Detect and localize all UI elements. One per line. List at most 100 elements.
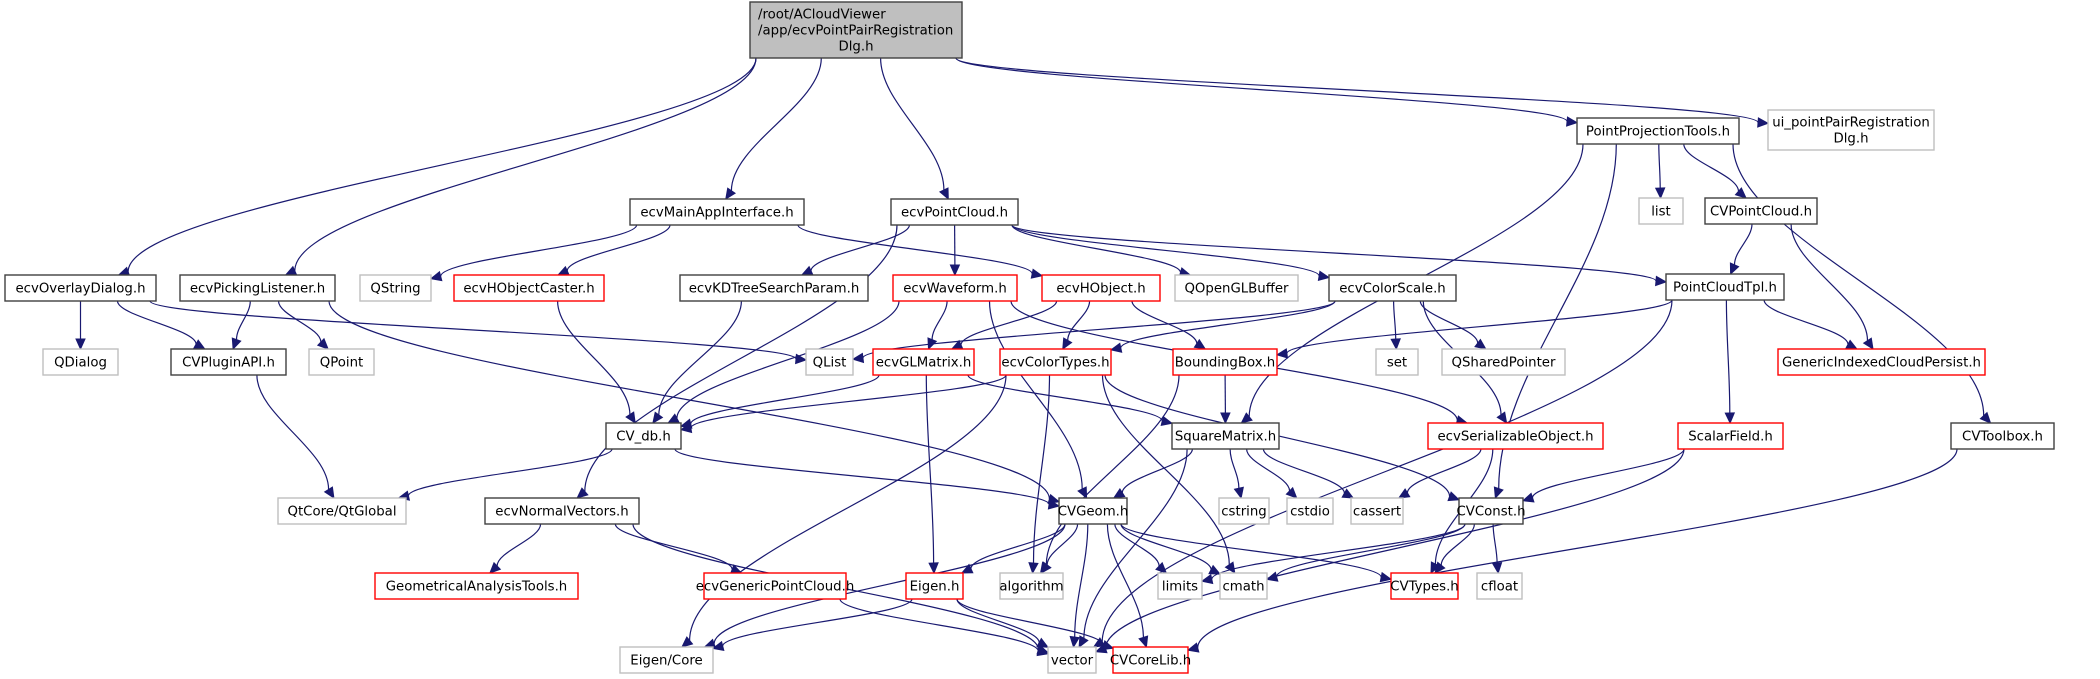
node-genericindexedcloudpersist[interactable]: GenericIndexedCloudPersist.h — [1777, 348, 1986, 376]
arrowhead-icon — [1447, 491, 1461, 502]
node-pointprojectiontools[interactable]: PointProjectionTools.h — [1576, 117, 1740, 145]
edge-line — [674, 448, 1050, 506]
node-ecvmainappinterface[interactable]: ecvMainAppInterface.h — [629, 198, 805, 226]
edge-cvgeom-to-cvtypes — [1120, 523, 1393, 583]
node-box — [1286, 497, 1334, 525]
edge-cvgeom-to-algorithm — [1040, 523, 1079, 574]
edge-squarematrix-to-cstdio — [1246, 448, 1298, 499]
arrowhead-icon — [316, 337, 329, 350]
node-label: ecvPickingListener.h — [190, 282, 325, 297]
node-label: ecvWaveform.h — [903, 282, 1007, 297]
edge-line — [1074, 523, 1089, 638]
edge-pointprojectiontools-to-cvtoolbox — [1732, 143, 1992, 424]
node-cvcorelib[interactable]: CVCoreLib.h — [1110, 646, 1191, 674]
node-qpoint: QPoint — [308, 348, 375, 376]
node-qdialog: QDialog — [42, 348, 119, 376]
node-cvtoolbox[interactable]: CVToolbox.h — [1950, 422, 2055, 450]
edge-line — [1246, 448, 1291, 492]
node-cvgeom[interactable]: CVGeom.h — [1058, 497, 1129, 525]
node-root[interactable]: /root/ACloudViewer/app/ecvPointPairRegis… — [749, 1, 963, 59]
edge-ecvpickinglistener-to-cvgeom — [328, 300, 1061, 504]
arrowhead-icon — [938, 187, 949, 201]
node-ecvhobject[interactable]: ecvHObject.h — [1041, 274, 1161, 302]
edge-boundingbox-to-squarematrix — [1220, 374, 1231, 425]
edge-line — [1101, 374, 1230, 565]
edge-squarematrix-to-cassert — [1262, 448, 1355, 499]
edge-ecvcolortypes-to-cv-db — [679, 374, 1007, 434]
edge-root-to-ecvpickinglistener — [284, 57, 757, 276]
node-cvpointcloud[interactable]: CVPointCloud.h — [1704, 197, 1818, 225]
edge-line — [1725, 299, 1731, 414]
node-label: QString — [370, 282, 420, 297]
node-ecvcolortypes[interactable]: ecvColorTypes.h — [999, 348, 1112, 376]
edge-line — [1262, 448, 1345, 494]
arrowhead-icon — [1186, 642, 1200, 653]
edge-line — [1101, 299, 1673, 642]
node-label: vector — [1051, 654, 1094, 669]
edge-ecvpickinglistener-to-cvpluginapi — [231, 300, 251, 351]
node-box — [1218, 497, 1270, 525]
arrowhead-icon — [1729, 262, 1740, 276]
node-ecvhobjectcaster[interactable]: ecvHObjectCaster.h — [453, 274, 605, 302]
node-label: list — [1651, 205, 1671, 220]
node-label: Dlg.h — [1833, 132, 1868, 147]
node-ecvgenericpointcloud[interactable]: ecvGenericPointCloud.h — [696, 572, 855, 600]
edge-line — [1763, 299, 1849, 345]
arrowhead-icon — [1317, 270, 1331, 281]
edge-line — [1732, 143, 1985, 416]
node-set: set — [1375, 348, 1419, 376]
edge-ecvgenericpointcloud-to-vector — [839, 598, 1050, 657]
arrowhead-icon — [1566, 116, 1579, 127]
node-ecvkdtreesearchparam[interactable]: ecvKDTreeSearchParam.h — [679, 274, 869, 302]
edge-line — [1121, 448, 1193, 493]
node-squarematrix[interactable]: SquareMatrix.h — [1171, 422, 1280, 450]
edge-ecvserializableobject-to-cassert — [1397, 448, 1482, 499]
arrowhead-icon — [1078, 635, 1089, 649]
node-box — [1665, 273, 1785, 301]
node-box — [619, 646, 714, 674]
node-ecvserializableobject[interactable]: ecvSerializableObject.h — [1427, 422, 1604, 450]
arrowhead-icon — [1265, 571, 1279, 582]
node-pointcloudtpl[interactable]: PointCloudTpl.h — [1665, 273, 1785, 301]
node-scalarfield[interactable]: ScalarField.h — [1677, 422, 1784, 450]
node-label: ecvHObject.h — [1056, 282, 1145, 297]
node-label: CVPluginAPI.h — [182, 356, 275, 371]
node-label: Dlg.h — [838, 40, 873, 55]
node-ecvnormalvectors[interactable]: ecvNormalVectors.h — [484, 497, 640, 525]
node-ecvpickinglistener[interactable]: ecvPickingListener.h — [179, 274, 336, 302]
node-box — [1350, 497, 1404, 525]
arrowhead-icon — [1193, 338, 1207, 350]
node-eigen[interactable]: Eigen.h — [905, 572, 964, 600]
node-ecvglmatrix[interactable]: ecvGLMatrix.h — [872, 348, 975, 376]
node-label: cstring — [1221, 505, 1266, 520]
node-geometricalanalysistools[interactable]: GeometricalAnalysisTools.h — [374, 572, 579, 600]
arrowhead-icon — [681, 636, 694, 648]
node-cvpluginapi[interactable]: CVPluginAPI.h — [170, 348, 287, 376]
arrowhead-icon — [1101, 640, 1115, 651]
arrowhead-icon — [1155, 561, 1168, 574]
node-ecvwaveform[interactable]: ecvWaveform.h — [892, 274, 1018, 302]
edge-line — [127, 57, 757, 272]
node-ecvoverlaydialog[interactable]: ecvOverlayDialog.h — [4, 274, 157, 302]
node-box — [905, 572, 964, 600]
edge-ecvpointcloud-to-ecvnormalvectors — [576, 224, 898, 499]
edge-cvconst-to-cvtypes — [1434, 523, 1475, 574]
node-box — [872, 348, 975, 376]
edge-line — [1011, 224, 1182, 273]
arrowhead-icon — [323, 486, 335, 500]
edge-line — [614, 523, 733, 570]
edge-line — [880, 57, 945, 191]
edge-ecvcolortypes-to-eigencore — [681, 374, 1007, 648]
node-ecvcolorscale[interactable]: ecvColorScale.h — [1328, 274, 1457, 302]
node-label: CV_db.h — [616, 430, 671, 445]
node-cv-db[interactable]: CV_db.h — [605, 422, 682, 450]
node-boundingbox[interactable]: BoundingBox.h — [1172, 348, 1278, 376]
node-ecvpointcloud[interactable]: ecvPointCloud.h — [890, 198, 1019, 226]
edge-line — [1286, 299, 1673, 354]
node-box — [1172, 348, 1278, 376]
arrowhead-icon — [1285, 486, 1298, 499]
node-cvconst[interactable]: CVConst.h — [1456, 497, 1526, 525]
edge-line — [1658, 143, 1661, 189]
node-cvtypes[interactable]: CVTypes.h — [1390, 572, 1459, 600]
edge-cvconst-to-cmath — [1265, 523, 1466, 582]
